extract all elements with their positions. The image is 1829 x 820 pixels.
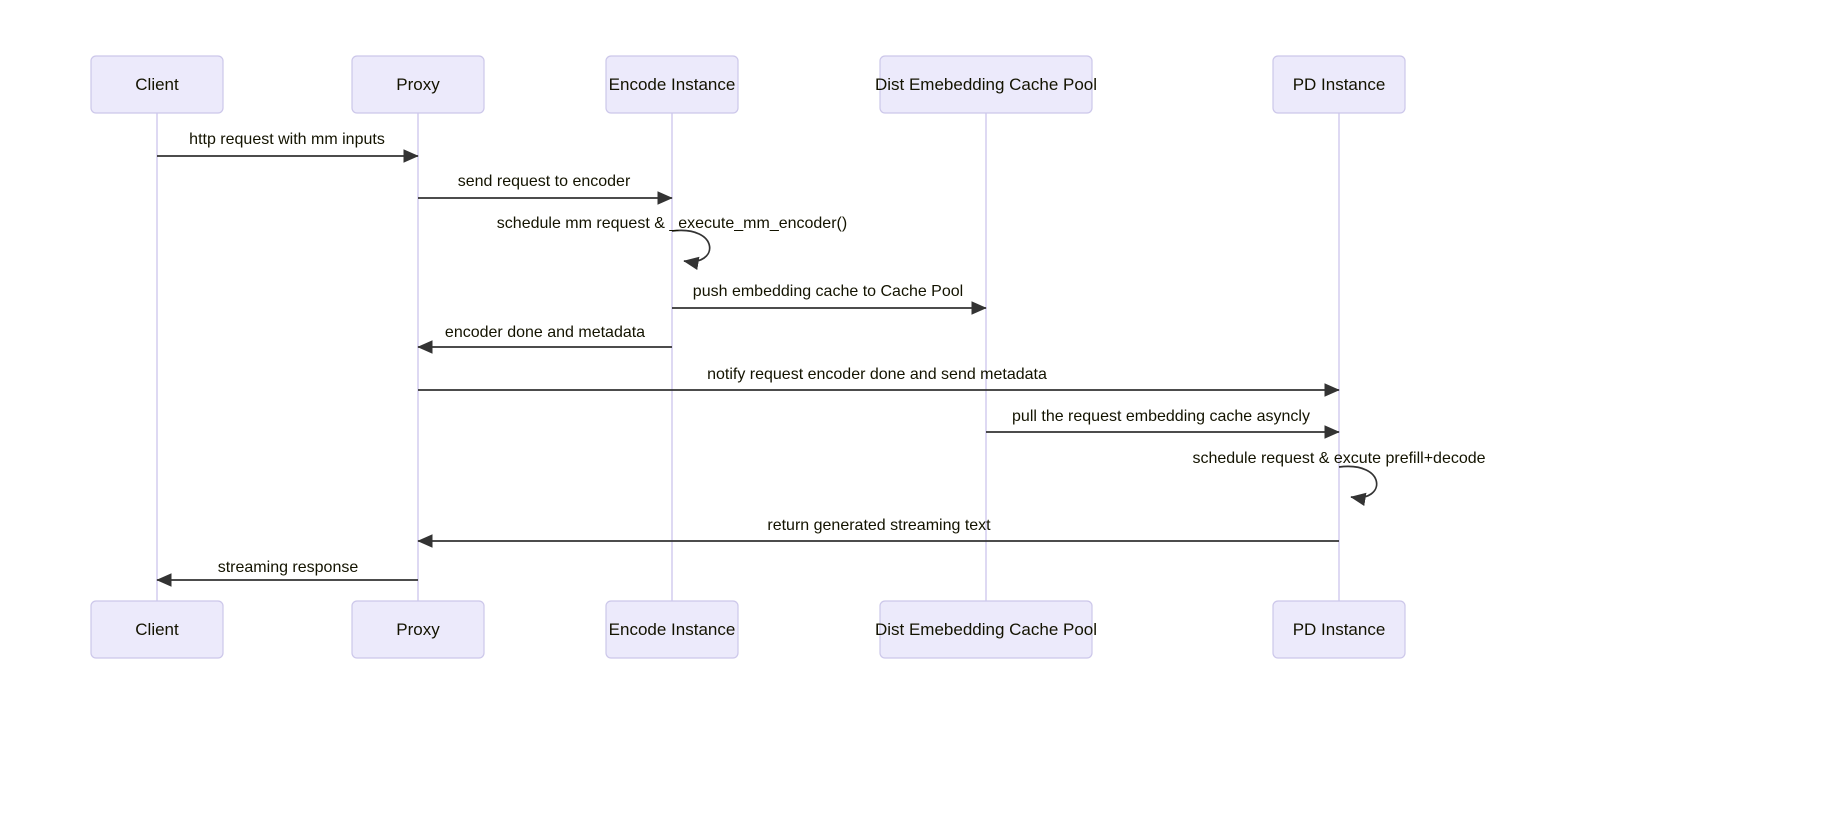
message-label-m6: notify request encoder done and send met… bbox=[707, 366, 1047, 383]
message-m5[interactable]: encoder done and metadata bbox=[417, 324, 672, 354]
actor-label-client: Client bbox=[135, 75, 179, 94]
actor-box-encode[interactable] bbox=[605, 600, 739, 659]
actor-label-encode: Encode Instance bbox=[609, 75, 736, 94]
actor-label-proxy: Proxy bbox=[396, 75, 440, 94]
actor-label-cache: Dist Emebedding Cache Pool bbox=[875, 75, 1097, 94]
actor-boxes-top: Client Proxy Encode Instance Dist Emebeddin… bbox=[90, 55, 1406, 114]
message-label-m10: streaming response bbox=[218, 559, 359, 576]
actor-box-proxy[interactable] bbox=[351, 600, 485, 659]
actor-label-pd: PD Instance bbox=[1293, 620, 1386, 639]
actor-label-pd: PD Instance bbox=[1293, 75, 1386, 94]
message-m4[interactable]: push embedding cache to Cache Pool bbox=[672, 283, 987, 315]
actor-box-client[interactable] bbox=[90, 600, 224, 659]
actor-box-pd[interactable] bbox=[1272, 55, 1406, 114]
message-m3[interactable]: schedule mm request & _execute_mm_encode… bbox=[497, 215, 847, 271]
message-selfloop-m8[interactable] bbox=[1338, 465, 1378, 507]
actor-box-proxy[interactable] bbox=[351, 55, 485, 114]
lifelines-group bbox=[156, 113, 1340, 601]
message-m1[interactable]: http request with mm inputs bbox=[157, 131, 419, 163]
message-label-m9: return generated streaming text bbox=[767, 517, 991, 534]
actor-boxes-bottom: Client Proxy Encode Instance Dist Emebeddin… bbox=[90, 600, 1406, 659]
actor-label-proxy: Proxy bbox=[396, 620, 440, 639]
actor-cache-top[interactable]: Dist Emebedding Cache Pool bbox=[875, 55, 1097, 114]
actor-encode-top[interactable]: Encode Instance bbox=[605, 55, 739, 114]
actor-client-top[interactable]: Client bbox=[90, 55, 224, 114]
actor-box-cache[interactable] bbox=[879, 55, 1093, 114]
messages-group: http request with mm inputs send request … bbox=[156, 131, 1486, 587]
actor-proxy-top[interactable]: Proxy bbox=[351, 55, 485, 114]
message-label-m7: pull the request embedding cache asyncly bbox=[1012, 408, 1310, 425]
actor-box-pd[interactable] bbox=[1272, 600, 1406, 659]
actor-proxy-bottom[interactable]: Proxy bbox=[351, 600, 485, 659]
message-m10[interactable]: streaming response bbox=[156, 559, 418, 587]
message-label-m1: http request with mm inputs bbox=[189, 131, 385, 148]
actor-cache-bottom[interactable]: Dist Emebedding Cache Pool bbox=[875, 600, 1097, 659]
actor-encode-bottom[interactable]: Encode Instance bbox=[605, 600, 739, 659]
message-label-m5: encoder done and metadata bbox=[445, 324, 645, 341]
message-label-m3: schedule mm request & _execute_mm_encode… bbox=[497, 215, 847, 232]
actor-box-encode[interactable] bbox=[605, 55, 739, 114]
message-m6[interactable]: notify request encoder done and send met… bbox=[418, 366, 1340, 397]
actor-label-client: Client bbox=[135, 620, 179, 639]
message-m2[interactable]: send request to encoder bbox=[418, 173, 673, 205]
actor-client-bottom[interactable]: Client bbox=[90, 600, 224, 659]
actor-label-encode: Encode Instance bbox=[609, 620, 736, 639]
message-selfloop-m3[interactable] bbox=[671, 229, 711, 271]
actor-pd-bottom[interactable]: PD Instance bbox=[1272, 600, 1406, 659]
actor-pd-top[interactable]: PD Instance bbox=[1272, 55, 1406, 114]
actor-box-client[interactable] bbox=[90, 55, 224, 114]
message-label-m2: send request to encoder bbox=[458, 173, 631, 190]
message-m9[interactable]: return generated streaming text bbox=[417, 517, 1339, 548]
message-m8[interactable]: schedule request & excute prefill+decode bbox=[1192, 450, 1486, 507]
message-label-m8: schedule request & excute prefill+decode bbox=[1192, 450, 1485, 467]
actor-label-cache: Dist Emebedding Cache Pool bbox=[875, 620, 1097, 639]
actor-box-cache[interactable] bbox=[879, 600, 1093, 659]
message-m7[interactable]: pull the request embedding cache asyncly bbox=[986, 408, 1340, 439]
message-label-m4: push embedding cache to Cache Pool bbox=[693, 283, 963, 300]
